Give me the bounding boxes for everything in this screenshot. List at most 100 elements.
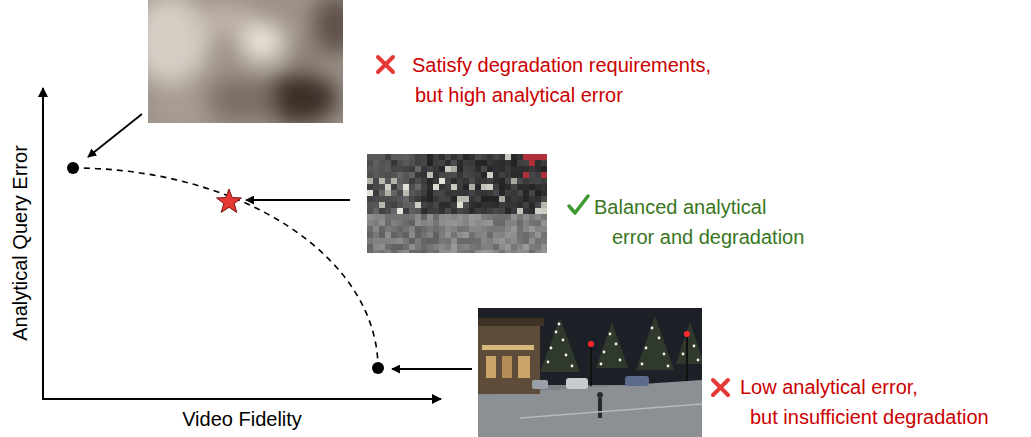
pixel-block xyxy=(535,214,541,220)
pixel-block xyxy=(421,238,427,244)
pixel-block xyxy=(385,166,391,172)
pixel-block xyxy=(433,184,439,190)
pixel-block xyxy=(391,154,397,160)
pixel-block xyxy=(499,196,505,202)
pixel-block xyxy=(439,202,445,208)
pixel-block xyxy=(481,226,487,232)
pixel-block xyxy=(493,190,499,196)
pixel-block xyxy=(457,184,463,190)
pixel-block xyxy=(493,202,499,208)
blob xyxy=(150,92,210,123)
tree xyxy=(596,322,628,368)
pixel-block xyxy=(517,208,523,214)
pixel-block xyxy=(397,226,403,232)
pixel-block xyxy=(391,166,397,172)
blob xyxy=(289,41,321,69)
pole xyxy=(590,346,592,386)
pixel-block xyxy=(457,166,463,172)
pixel-block xyxy=(397,184,403,190)
pixel-block xyxy=(457,196,463,202)
pixel-block xyxy=(523,154,529,160)
pixel-block xyxy=(385,208,391,214)
pixel-block xyxy=(367,250,373,253)
pixel-block xyxy=(439,190,445,196)
building xyxy=(478,322,540,394)
pixel-block xyxy=(517,250,523,253)
pixel-block xyxy=(379,202,385,208)
pixel-block xyxy=(529,226,535,232)
pixel-block xyxy=(511,166,517,172)
pixel-block xyxy=(469,250,475,253)
pixel-block xyxy=(409,244,415,250)
pixel-block xyxy=(451,184,457,190)
pixel-block xyxy=(541,172,547,178)
pixel-block xyxy=(481,250,487,253)
pixel-block xyxy=(391,214,397,220)
pixel-block xyxy=(397,190,403,196)
pixel-block xyxy=(385,178,391,184)
pixel-block xyxy=(409,166,415,172)
pixel-block xyxy=(493,178,499,184)
frame-ground xyxy=(367,154,547,253)
pixel-block xyxy=(409,196,415,202)
pixel-block xyxy=(511,232,517,238)
pixel-block xyxy=(469,184,475,190)
pixel-block xyxy=(523,208,529,214)
pixel-block xyxy=(403,190,409,196)
pixel-block xyxy=(433,160,439,166)
pixel-block xyxy=(505,250,511,253)
pixel-block xyxy=(487,172,493,178)
text-line: Satisfy degradation requirements, xyxy=(412,50,711,80)
pixel-block xyxy=(523,172,529,178)
pixel-block xyxy=(469,202,475,208)
pixel-block xyxy=(445,196,451,202)
pixel-block xyxy=(367,172,373,178)
pixel-block xyxy=(421,226,427,232)
pixel-block xyxy=(517,172,523,178)
pixel-block xyxy=(517,202,523,208)
pixel-block xyxy=(505,244,511,250)
pixel-block xyxy=(487,196,493,202)
pixel-block xyxy=(475,160,481,166)
pixel-block xyxy=(439,172,445,178)
pixel-block xyxy=(385,220,391,226)
pixel-block xyxy=(511,226,517,232)
pixel-block xyxy=(517,166,523,172)
pixel-block xyxy=(541,214,547,220)
pixel-block xyxy=(517,214,523,220)
pixel-block xyxy=(403,202,409,208)
pixel-block xyxy=(517,178,523,184)
pixel-block xyxy=(535,160,541,166)
pixel-block xyxy=(391,232,397,238)
pixel-block xyxy=(457,232,463,238)
pixel-block xyxy=(469,166,475,172)
pixel-block xyxy=(379,196,385,202)
tree xyxy=(636,316,674,370)
pixel-block xyxy=(379,208,385,214)
pixel-block xyxy=(511,220,517,226)
pixel-block xyxy=(535,250,541,253)
pixel-block xyxy=(433,226,439,232)
pixel-block xyxy=(391,160,397,166)
pixel-block xyxy=(529,244,535,250)
pixel-block xyxy=(469,226,475,232)
pixel-block xyxy=(397,250,403,253)
callout-text: Satisfy degradation requirements, but hi… xyxy=(412,50,711,110)
pixel-block xyxy=(535,172,541,178)
cross-icon xyxy=(378,57,393,72)
pixel-block xyxy=(505,220,511,226)
pixel-block xyxy=(511,160,517,166)
pixel-block xyxy=(475,154,481,160)
pixel-block xyxy=(541,184,547,190)
pixel-block xyxy=(397,196,403,202)
pixel-block xyxy=(505,196,511,202)
curve-point xyxy=(67,162,79,174)
pixel-block xyxy=(391,202,397,208)
pixel-block xyxy=(463,190,469,196)
pixel-block xyxy=(541,244,547,250)
pixel-block xyxy=(475,226,481,232)
pixel-block xyxy=(475,202,481,208)
pixel-block xyxy=(481,220,487,226)
pixel-block xyxy=(511,244,517,250)
pixel-block xyxy=(415,160,421,166)
